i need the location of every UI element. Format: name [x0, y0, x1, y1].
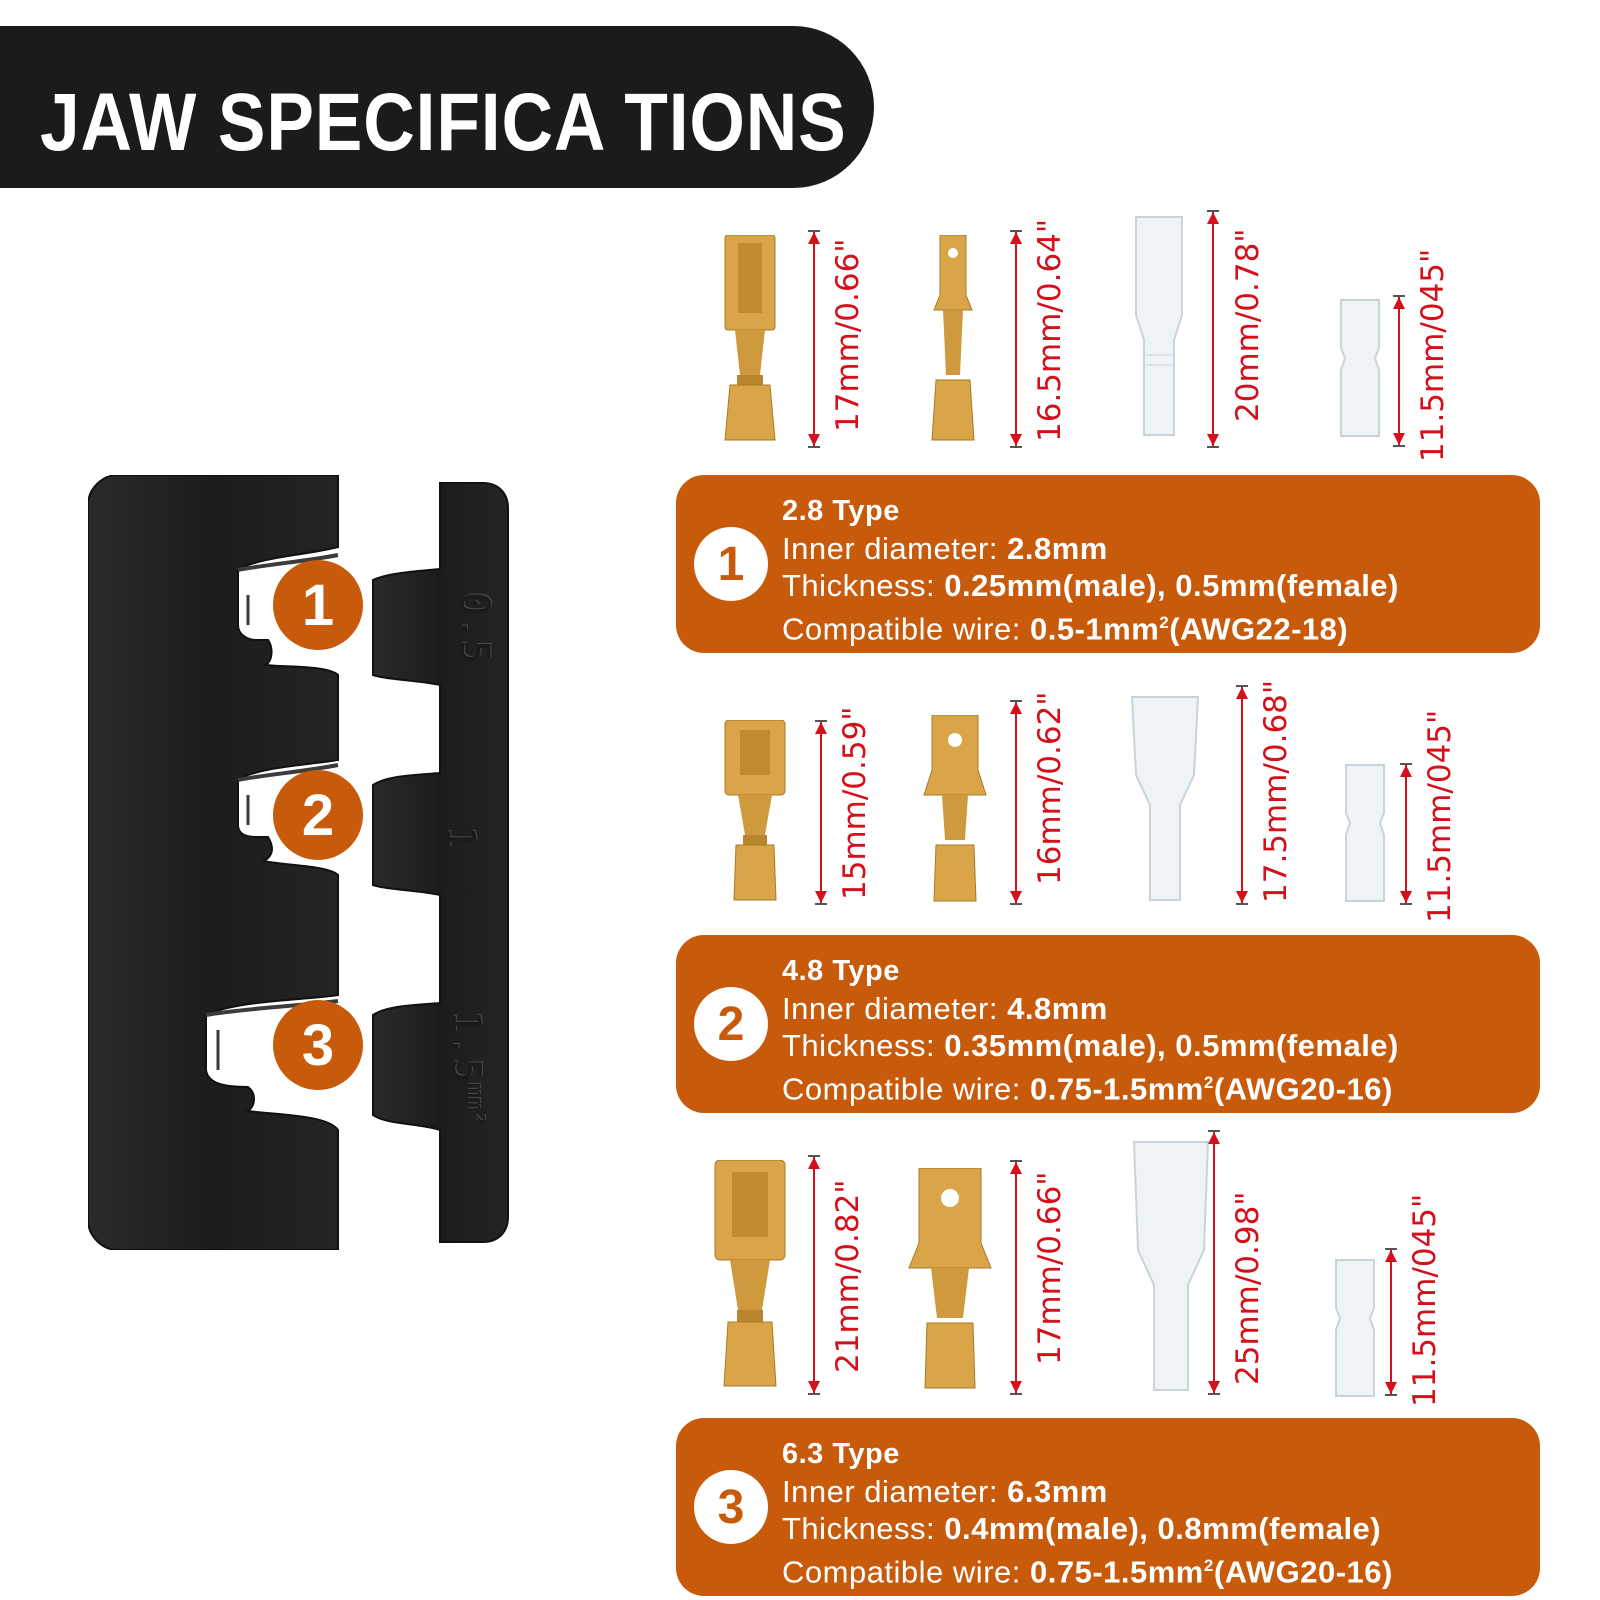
spec-thickness: Thickness: 0.35mm(male), 0.5mm(female) [782, 1028, 1399, 1063]
spec-inner-diameter: Inner diameter: 6.3mm [782, 1474, 1108, 1509]
spec-card-2: 2 4.8 Type Inner diameter: 4.8mm Thickne… [676, 935, 1540, 1113]
spec-compatible-wire: Compatible wire: 0.5-1mm2(AWG22-18) [782, 611, 1349, 647]
spec-type: 6.3 Type [782, 1438, 900, 1470]
male-terminal-icon [923, 715, 987, 902]
title-banner: JAW SPECIFICA TIONS [0, 26, 874, 188]
dimension-line [1208, 1130, 1220, 1395]
terminal-row-3: 21mm/0.82" 17mm/0.66" 25mm/0.98" 11.5mm/… [680, 1130, 1560, 1407]
crimp-jaw-diagram: 0.5 1 1.5mm² 1 2 3 [87, 474, 528, 1251]
dimension-label: 25mm/0.98" [1230, 1191, 1266, 1385]
dimension-label: 15mm/0.59" [837, 706, 873, 900]
page-title: JAW SPECIFICA TIONS [40, 77, 847, 168]
die-label-1: 1 [437, 825, 484, 851]
dimension-line [1010, 230, 1022, 448]
dimension-line [1010, 1160, 1022, 1395]
dimension-label: 20mm/0.78" [1230, 228, 1266, 422]
spec-inner-diameter: Inner diameter: 2.8mm [782, 531, 1108, 566]
male-terminal-icon [931, 235, 975, 441]
spec-compatible-wire: Compatible wire: 0.75-1.5mm2(AWG20-16) [782, 1554, 1393, 1590]
spec-inner-diameter: Inner diameter: 4.8mm [782, 991, 1108, 1026]
dimension-label: 11.5mm/045" [1415, 248, 1451, 462]
dimension-label: 21mm/0.82" [830, 1179, 866, 1373]
dimension-label: 16mm/0.62" [1032, 691, 1068, 885]
die-badge-3: 3 [273, 1000, 363, 1090]
spec-badge: 1 [694, 527, 768, 601]
die-label-1-5: 1.5mm² [442, 1010, 489, 1126]
female-insulation-sleeve-icon [1132, 1141, 1210, 1391]
dimension-label: 11.5mm/045" [1407, 1193, 1443, 1407]
spec-text: 4.8 Type Inner diameter: 4.8mm Thickness… [782, 953, 1399, 1107]
spec-card-3: 3 6.3 Type Inner diameter: 6.3mm Thickne… [676, 1418, 1540, 1596]
female-insulation-sleeve-icon [1130, 696, 1200, 901]
dimension-label: 11.5mm/045" [1422, 709, 1458, 923]
spec-type: 2.8 Type [782, 495, 900, 527]
female-terminal-icon [714, 1160, 786, 1387]
male-insulation-sleeve-icon [1335, 1259, 1375, 1397]
crimp-jaw-shape [87, 474, 509, 1251]
dimension-label: 17.5mm/0.68" [1258, 679, 1294, 903]
dimension-line [1236, 685, 1248, 905]
spec-type: 4.8 Type [782, 955, 900, 987]
male-insulation-sleeve-icon [1345, 764, 1385, 902]
female-insulation-sleeve-icon [1135, 216, 1183, 436]
male-insulation-sleeve-icon [1340, 299, 1380, 437]
terminal-row-1: 17mm/0.66" 16.5mm/0.64" 20mm/0.78" 11.5m… [680, 210, 1560, 462]
spec-card-1: 1 2.8 Type Inner diameter: 2.8mm Thickne… [676, 475, 1540, 653]
die-label-0-5: 0.5 [451, 591, 498, 665]
spec-badge: 3 [694, 1470, 768, 1544]
spec-thickness: Thickness: 0.4mm(male), 0.8mm(female) [782, 1511, 1382, 1546]
dimension-label: 17mm/0.66" [1032, 1171, 1068, 1365]
dimension-line [1393, 295, 1405, 447]
male-terminal-icon [908, 1168, 992, 1389]
dimension-line [1010, 700, 1022, 905]
dimension-line [808, 1155, 820, 1395]
spec-compatible-wire: Compatible wire: 0.75-1.5mm2(AWG20-16) [782, 1071, 1393, 1107]
die-badge-2: 2 [273, 770, 363, 860]
dimension-label: 17mm/0.66" [830, 238, 866, 432]
female-terminal-icon [724, 720, 786, 901]
dimension-line [808, 230, 820, 448]
spec-thickness: Thickness: 0.25mm(male), 0.5mm(female) [782, 568, 1399, 603]
dimension-line [1400, 763, 1412, 905]
spec-text: 6.3 Type Inner diameter: 6.3mm Thickness… [782, 1436, 1393, 1590]
dimension-line [1385, 1248, 1397, 1396]
terminal-row-2: 15mm/0.59" 16mm/0.62" 17.5mm/0.68" 11.5m… [680, 680, 1560, 935]
die-badge-1: 1 [273, 560, 363, 650]
dimension-line [815, 720, 827, 905]
dimension-line [1207, 210, 1219, 448]
dimension-label: 16.5mm/0.64" [1032, 218, 1068, 442]
female-terminal-icon [724, 235, 776, 441]
spec-text: 2.8 Type Inner diameter: 2.8mm Thickness… [782, 493, 1399, 647]
spec-badge: 2 [694, 987, 768, 1061]
